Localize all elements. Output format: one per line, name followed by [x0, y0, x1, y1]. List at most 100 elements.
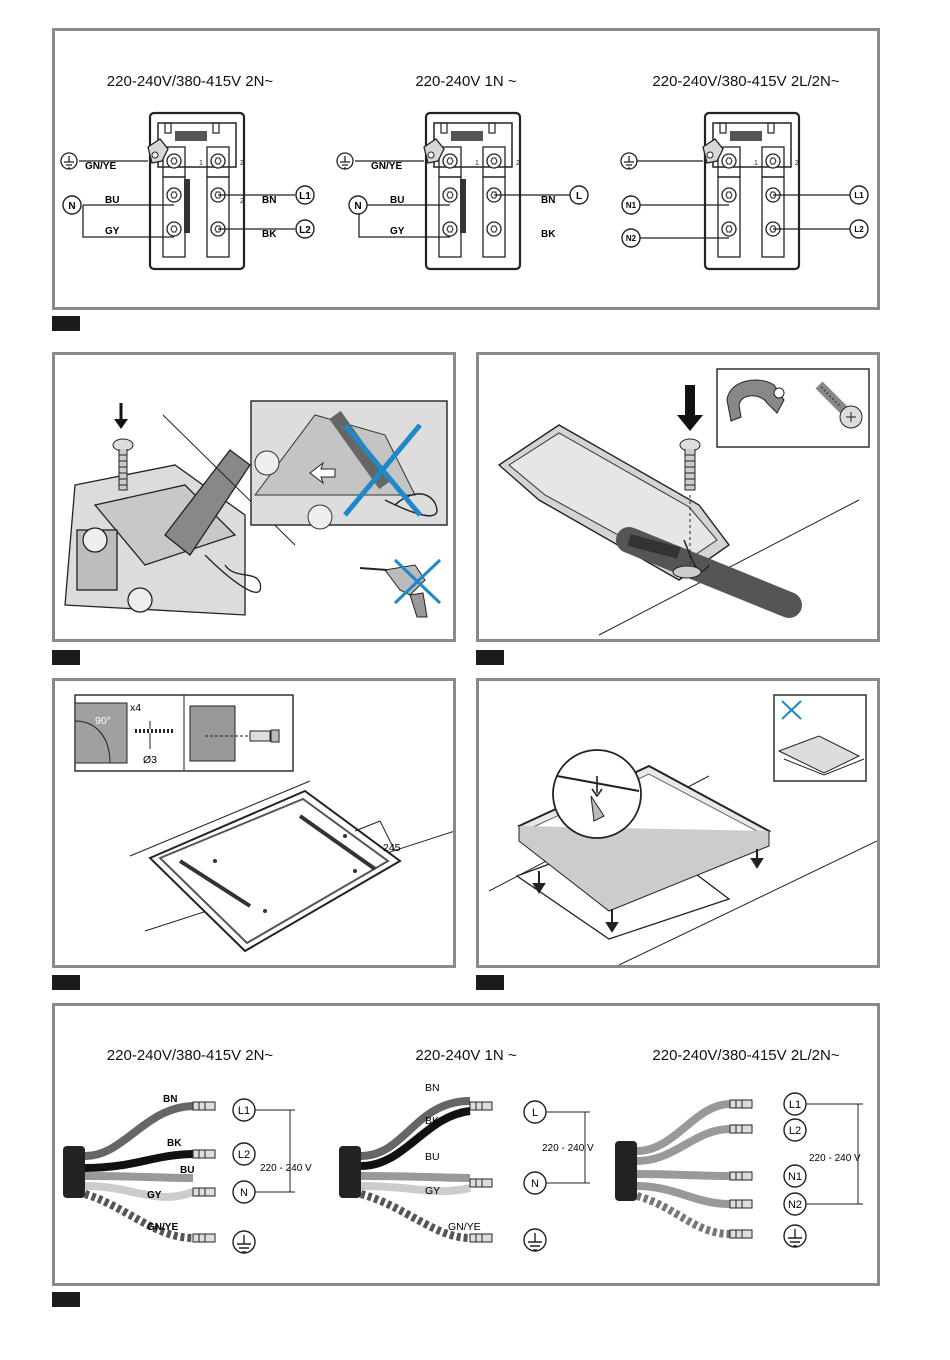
figure-tab-5: [476, 975, 504, 990]
wire-label: BU: [425, 1151, 440, 1163]
symbol-l2-1: [295, 219, 315, 239]
cable-2: [339, 1097, 493, 1243]
wire-label: BN: [262, 195, 276, 206]
symbol-n1-3: [621, 195, 641, 215]
wire-label: GN/YE: [371, 161, 402, 172]
symbol-text: L: [532, 1107, 538, 1119]
config-title-2n: 220-240V/380-415V 2N~: [106, 73, 274, 90]
terminal-block-3: [701, 111, 801, 271]
screw-icon: [677, 385, 703, 491]
earth-icon: [237, 1229, 802, 1253]
wire-label: BN: [163, 1094, 177, 1105]
inset-drilling: x4 90° Ø3: [74, 694, 294, 772]
wire-label: BK: [425, 1115, 439, 1127]
voltage-dimensions: [255, 1103, 863, 1205]
config-title-1n: 220-240V 1N ~: [415, 73, 517, 90]
symbol-text: N: [68, 201, 75, 212]
panel-clamp-screw: [52, 352, 456, 642]
symbol-n-2: [348, 195, 368, 215]
terminal-diagrams: N L1 L2 N L N1 N2 L1 L2 GN/YE BU GY BN B…: [60, 111, 869, 271]
symbol-text: N1: [788, 1171, 802, 1183]
cable-3: [615, 1099, 753, 1239]
wire-label: GY: [105, 226, 120, 237]
no-power-screwdriver-icon: [359, 558, 442, 618]
drill-diameter-label: Ø3: [143, 754, 157, 766]
cross-icon: [781, 700, 802, 720]
wire-label: BU: [390, 195, 404, 206]
symbol-n2-3: [621, 228, 641, 248]
wire-label: BK: [262, 229, 277, 240]
mounting-illustration: x4 90° Ø3 245: [74, 694, 453, 953]
earth-icon: [60, 152, 638, 170]
symbol-text: L1: [238, 1105, 250, 1117]
terminal-block-1: [146, 111, 246, 271]
symbol-text: L: [576, 191, 582, 202]
figure-tab-2: [52, 650, 80, 665]
detail-magnifier: [552, 749, 642, 839]
inset-clamp-and-screw: [716, 368, 870, 448]
wire-label: BU: [180, 1165, 194, 1176]
symbol-text: N: [531, 1178, 539, 1190]
wire-label: BN: [541, 195, 555, 206]
symbol-n-1: [62, 195, 82, 215]
panel-cable-wires: 220-240V/380-415V 2N~ 220-240V 1N ~ 220-…: [52, 1003, 880, 1286]
config-title-2l2n: 220-240V/380-415V 2L/2N~: [652, 73, 840, 90]
symbol-text: N2: [626, 234, 637, 243]
symbol-text: L2: [854, 225, 864, 234]
distance-label: 245: [383, 842, 401, 854]
symbol-text: N1: [626, 201, 637, 210]
terminal-number: 1: [754, 160, 758, 167]
panel-terminal-wiring: 220-240V/380-415V 2N~ 220-240V 1N ~ 220-…: [52, 28, 880, 310]
symbol-text: N2: [788, 1199, 802, 1211]
symbol-text: L2: [299, 225, 311, 236]
voltage-label: 220 - 240 V: [542, 1143, 594, 1154]
screw-icon: [112, 403, 134, 491]
symbol-l1-3: [849, 185, 869, 205]
wire-label: GN/YE: [448, 1221, 481, 1233]
config-title-2n: 220-240V/380-415V 2N~: [106, 1047, 274, 1064]
hob-placement-illustration: [488, 694, 877, 965]
config-title-1n: 220-240V 1N ~: [415, 1047, 517, 1064]
wire-label: GN/YE: [147, 1222, 178, 1233]
terminal-number: 2: [516, 160, 520, 167]
wire-label: BK: [541, 229, 556, 240]
figure-tab-6: [52, 1292, 80, 1307]
clamp-screw-illustration: [64, 400, 448, 618]
cable-1: [63, 1101, 216, 1243]
symbol-l2-3: [849, 219, 869, 239]
terminal-number: 2: [240, 160, 244, 167]
voltage-label: 220 - 240 V: [260, 1163, 312, 1174]
drill-count-label: x4: [130, 702, 141, 714]
wire-label: GN/YE: [85, 161, 116, 172]
figure-tab-3: [476, 650, 504, 665]
terminal-number: 1: [475, 160, 479, 167]
inset-wrong-placement: [773, 694, 867, 782]
panel-hob-placement: [476, 678, 880, 968]
symbol-text: L2: [789, 1125, 801, 1137]
symbol-l-2: [569, 185, 589, 205]
cross-icon: [343, 423, 422, 517]
angle-label: 90°: [95, 715, 111, 727]
symbol-l1-1: [295, 185, 315, 205]
voltage-label: 220 - 240 V: [809, 1153, 861, 1164]
inset-wrong-routing: [250, 400, 448, 530]
wire-label: BN: [425, 1082, 440, 1094]
terminal-number: 2: [795, 160, 799, 167]
symbol-text: N: [354, 201, 361, 212]
wire-label: GY: [147, 1190, 162, 1201]
wire-label: GY: [425, 1185, 440, 1197]
strain-relief-illustration: [497, 368, 870, 636]
cable-wire-diagrams: BN BK BU GY GN/YE BN BK BU GY GN/YE: [63, 1082, 863, 1254]
terminal-number: 2: [240, 198, 244, 205]
symbol-text: L1: [789, 1099, 801, 1111]
panel-mounting-brackets: x4 90° Ø3 245: [52, 678, 456, 968]
panel-strain-relief: [476, 352, 880, 642]
symbol-text: L1: [854, 191, 864, 200]
terminal-number: 1: [199, 160, 203, 167]
terminal-block-2: [422, 111, 522, 271]
wire-label: GY: [390, 226, 405, 237]
symbol-text: N: [240, 1187, 248, 1199]
figure-tab-1: [52, 316, 80, 331]
symbol-text: L2: [238, 1149, 250, 1161]
wire-label: BU: [105, 195, 119, 206]
